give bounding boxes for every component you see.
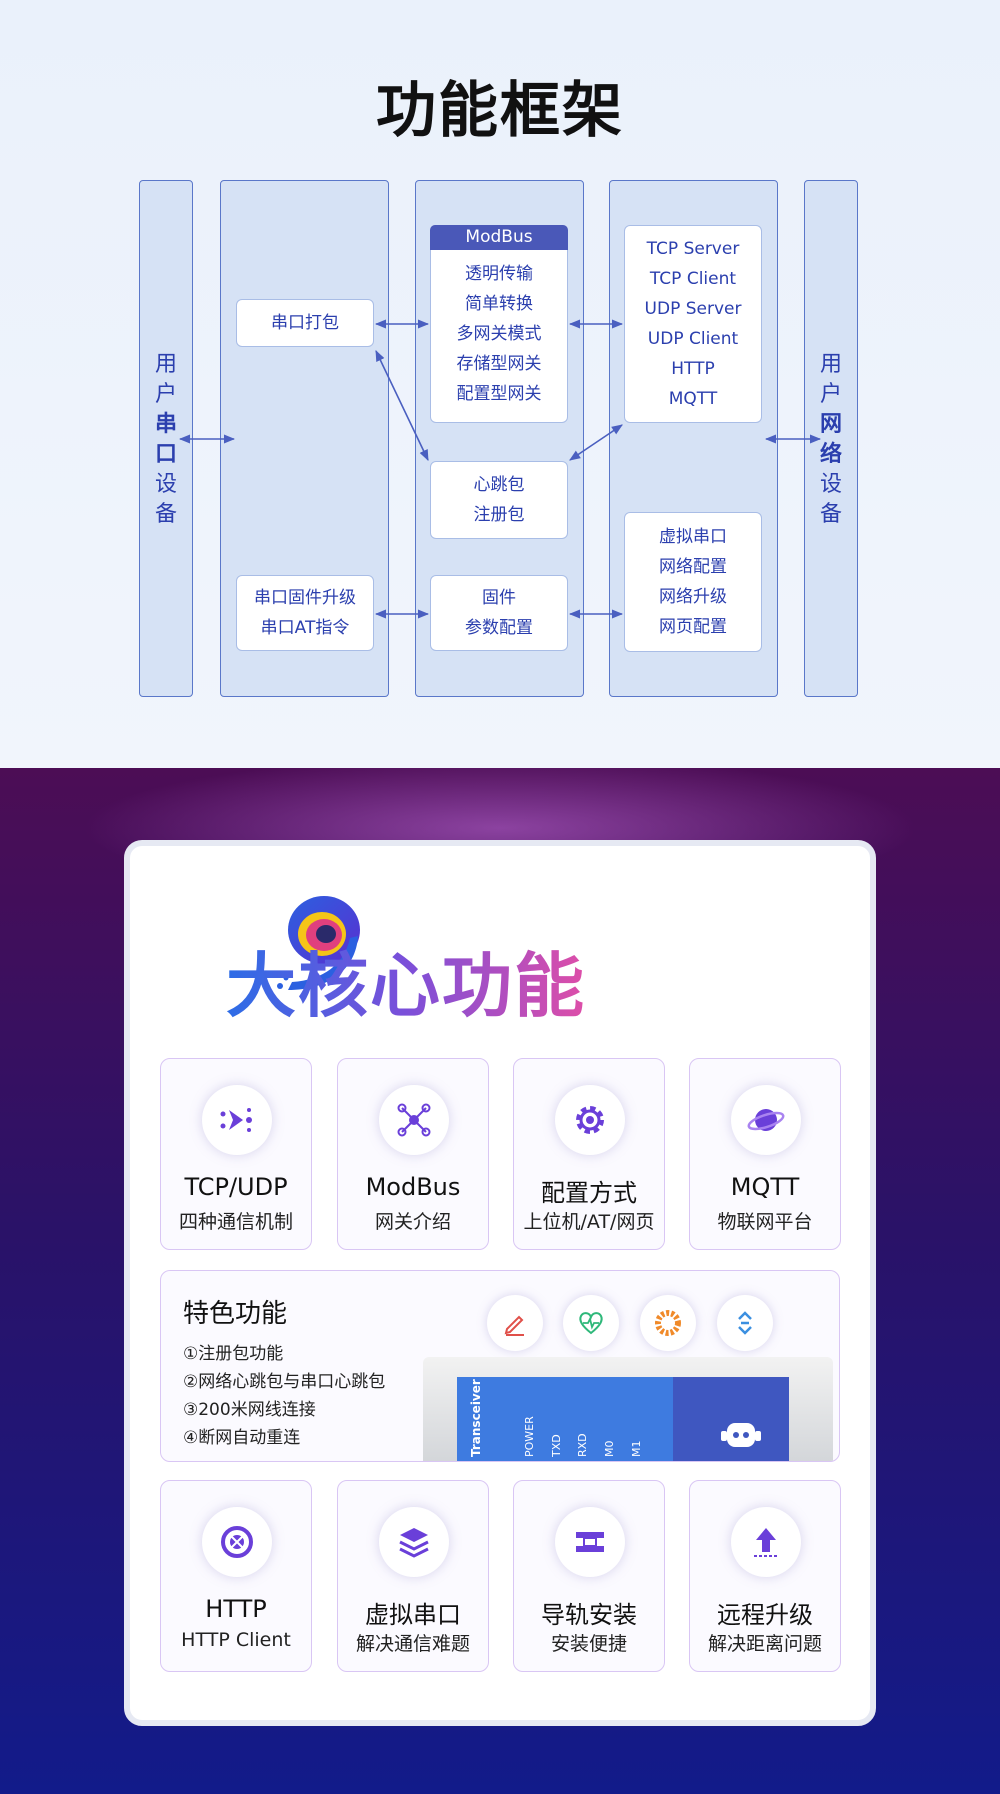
special-item: ④断网自动重连	[183, 1428, 301, 1448]
http-icon	[202, 1507, 272, 1577]
arrow-pack-heartbeat	[375, 349, 429, 462]
network-nodes-icon	[379, 1085, 449, 1155]
framework-section: 功能框架 用户 串口 设备 用户 网络 设备 串口打包 串口固件升级 串口AT指…	[0, 0, 1000, 768]
share-arrow-icon	[202, 1085, 272, 1155]
serial-pack-box: 串口打包	[236, 299, 374, 347]
feature-card-config: 配置方式 上位机/AT/网页	[513, 1058, 665, 1250]
feature-card-http: HTTP HTTP Client	[160, 1480, 312, 1672]
framework-title: 功能框架	[376, 76, 624, 146]
heartbeat-icon	[563, 1295, 619, 1351]
feature-card-modbus: ModBus 网关介绍	[337, 1058, 489, 1250]
robot-logo-icon	[721, 1423, 761, 1447]
special-features-title: 特色功能	[183, 1299, 288, 1329]
connection-arrows	[178, 319, 822, 619]
user-network-device-label: 用户 网络 设备	[819, 352, 842, 527]
core-features-title: 大核心功能	[226, 930, 586, 1031]
serial-upgrade-box: 串口固件升级 串口AT指令	[236, 575, 374, 651]
firmware-box: 固件 参数配置	[430, 575, 568, 651]
transceiver-device-image: Transceiver POWER TXD RXD M0 M1	[423, 1357, 833, 1461]
signal-icon	[640, 1295, 696, 1351]
protocols-box: TCP Server TCP Client UDP Server UDP Cli…	[624, 225, 762, 423]
number-nine-logo-icon	[277, 896, 360, 990]
modbus-box: 透明传输 简单转换 多网关模式 存储型网关 配置型网关	[430, 225, 568, 423]
layers-icon	[379, 1507, 449, 1577]
special-features-panel: 特色功能 ①注册包功能 ②网络心跳包与串口心跳包 ③200米网线连接 ④断网自动…	[160, 1270, 840, 1462]
rail-icon	[555, 1507, 625, 1577]
gear-icon	[555, 1085, 625, 1155]
link-icon	[717, 1295, 773, 1351]
special-item: ①注册包功能	[183, 1344, 284, 1364]
upload-icon	[731, 1507, 801, 1577]
user-serial-device-label: 用户 串口 设备	[154, 352, 177, 527]
special-item: ③200米网线连接	[183, 1400, 316, 1420]
feature-card-mqtt: MQTT 物联网平台	[689, 1058, 841, 1250]
feature-card-tcp-udp: TCP/UDP 四种通信机制	[160, 1058, 312, 1250]
feature-card-virtual-serial: 虚拟串口 解决通信难题	[337, 1480, 489, 1672]
network-box: 虚拟串口 网络配置 网络升级 网页配置	[624, 512, 762, 652]
modbus-header: ModBus	[430, 225, 568, 250]
feature-card-remote-upgrade: 远程升级 解决距离问题	[689, 1480, 841, 1672]
special-item: ②网络心跳包与串口心跳包	[183, 1372, 386, 1392]
planet-icon	[731, 1085, 801, 1155]
heartbeat-box: 心跳包 注册包	[430, 461, 568, 539]
arrow-heartbeat-protocols	[569, 424, 623, 461]
feature-card-rail-mount: 导轨安装 安装便捷	[513, 1480, 665, 1672]
pen-icon	[487, 1295, 543, 1351]
